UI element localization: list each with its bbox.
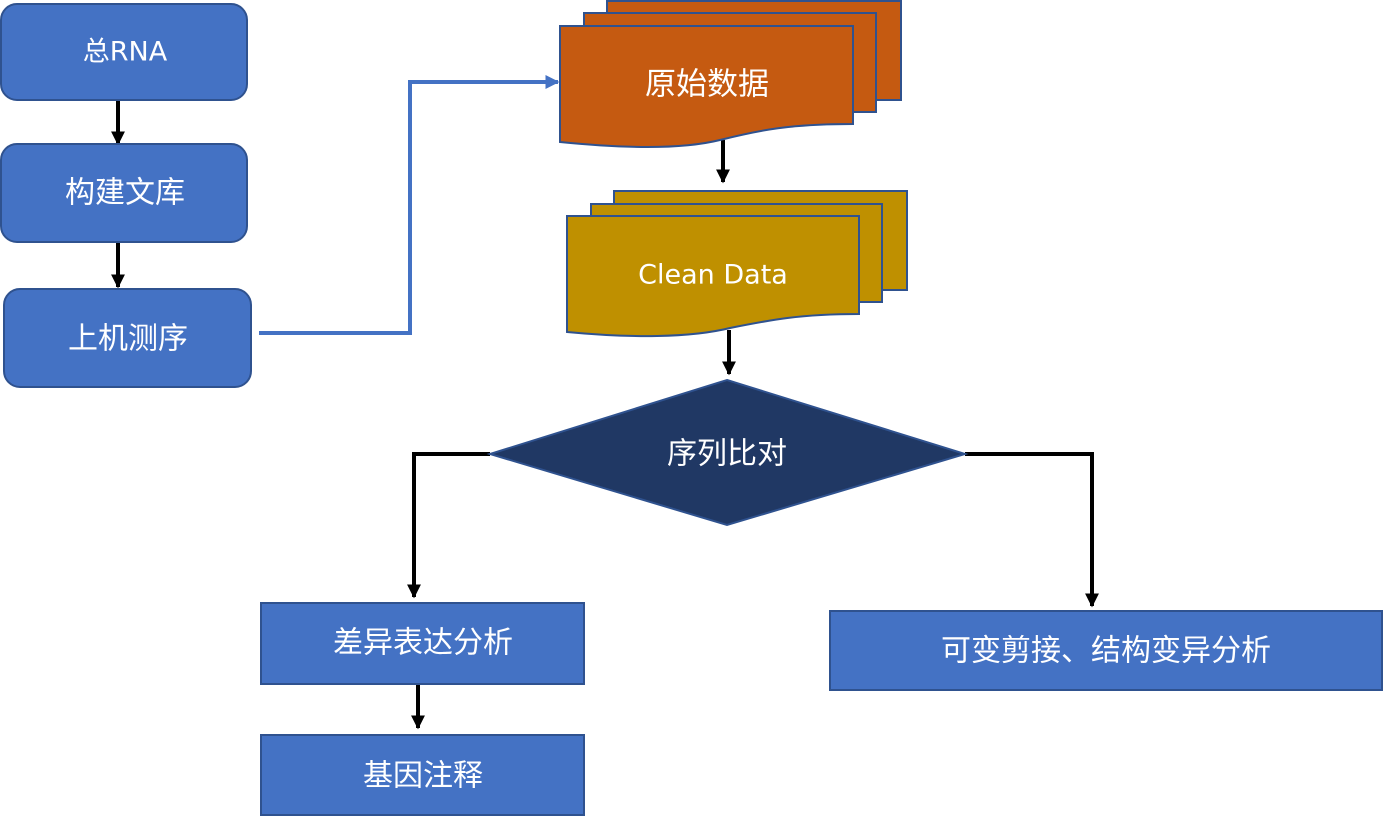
edge-sequencing-to-raw-data [259,75,560,335]
edge-alignment-to-diff-expr [407,452,490,599]
node-clean-data-label: Clean Data [638,260,788,291]
node-total-rna-label: 总RNA [83,37,168,68]
edge-alignment-to-splicing [965,452,1099,608]
node-diff-expr-label: 差异表达分析 [333,626,513,661]
node-clean-data[interactable]: Clean Data [566,190,908,338]
node-library[interactable]: 构建文库 [0,143,248,243]
node-raw-data[interactable]: 原始数据 [559,0,902,148]
node-splicing-label: 可变剪接、结构变异分析 [941,634,1271,669]
node-sequencing[interactable]: 上机测序 [3,288,252,388]
node-sequencing-label: 上机测序 [68,322,188,357]
node-raw-data-label: 原始数据 [645,67,769,103]
node-splicing[interactable]: 可变剪接、结构变异分析 [829,610,1383,691]
raw-data-front-sheet [559,25,854,148]
node-gene-annot[interactable]: 基因注释 [260,734,585,816]
node-gene-annot-label: 基因注释 [363,759,483,794]
node-total-rna[interactable]: 总RNA [0,3,248,101]
node-diff-expr[interactable]: 差异表达分析 [260,602,585,685]
connectors [111,75,1099,730]
node-alignment-label: 序列比对 [667,437,787,472]
clean-data-front-sheet [566,215,860,338]
node-library-label: 构建文库 [65,176,185,211]
node-alignment[interactable]: 序列比对 [486,378,969,527]
